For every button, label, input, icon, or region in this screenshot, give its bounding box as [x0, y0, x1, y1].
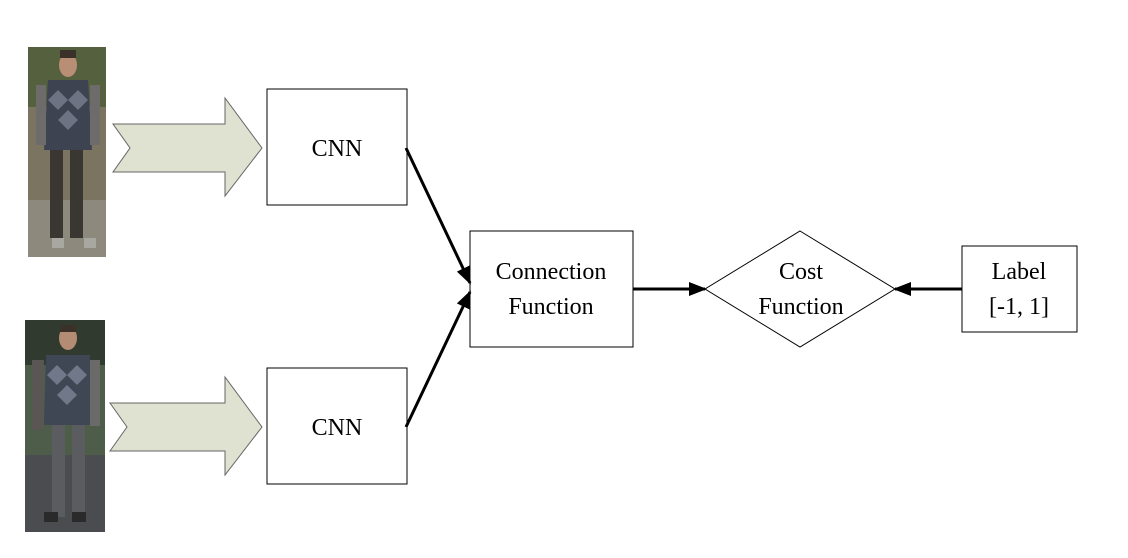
input-arrow-bottom — [109, 375, 263, 477]
input-arrow-top — [112, 96, 263, 198]
cnn-label-bottom: CNN — [312, 415, 363, 441]
label-box-line2: [-1, 1] — [989, 294, 1049, 320]
label-box-line1: Label — [992, 259, 1047, 285]
cnn-box-top: CNN — [266, 88, 408, 206]
cost-function-line2: Function — [758, 294, 843, 320]
connection-function-box: Connection Function — [469, 230, 634, 348]
label-box: Label [-1, 1] — [961, 245, 1078, 333]
arrow-cnn-bottom-to-connection — [404, 290, 472, 428]
connection-function-line2: Function — [508, 294, 593, 320]
cost-function-line1: Cost — [779, 259, 823, 285]
cost-function-diamond: Cost Function — [704, 230, 896, 348]
person-photo-bottom — [25, 320, 105, 532]
arrow-cnn-top-to-connection — [404, 147, 472, 285]
connection-function-line1: Connection — [496, 259, 607, 285]
cnn-label-top: CNN — [312, 136, 363, 162]
person-photo-top — [28, 47, 106, 257]
cnn-box-bottom: CNN — [266, 367, 408, 485]
